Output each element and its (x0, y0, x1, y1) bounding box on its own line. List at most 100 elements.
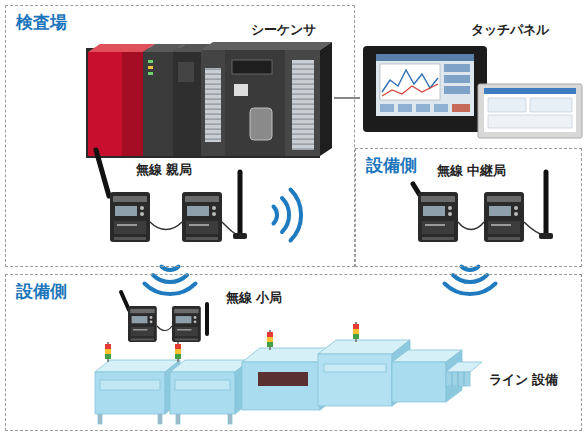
line-equipment-illustration (392, 362, 446, 402)
line-equipment-illustration (100, 380, 160, 390)
connector-line (334, 97, 360, 99)
device-box: 無線 小局 (115, 286, 295, 348)
touch-panel-illustration (530, 98, 572, 112)
line-equipment-illustration (258, 372, 308, 386)
touch-panel-illustration (488, 115, 572, 128)
area-panel: 無線 中継局 設備側 (355, 148, 582, 267)
device-box: ライン 設備 (90, 330, 572, 428)
wireless-unit-illustration (157, 326, 172, 331)
wireless-unit-illustration (238, 172, 243, 234)
line-equipment-illustration (464, 372, 465, 386)
touch-panel-illustration (398, 104, 412, 112)
radio-waves (291, 190, 302, 241)
signal-tower (353, 329, 359, 334)
wireless-unit-illustration (110, 192, 150, 242)
area-panel: シーケンサ無線 親局 検査場 (5, 5, 355, 267)
sequencer-illustration (86, 48, 320, 158)
device-label: 無線 親局 (135, 162, 193, 177)
touch-panel-illustration (484, 88, 576, 132)
signal-tower (105, 354, 111, 359)
device-label: 無線 小局 (225, 290, 283, 305)
wireless-unit-illustration (121, 292, 207, 342)
sequencer-illustration (292, 60, 314, 150)
area-heading: 検査場 (16, 12, 67, 32)
device-box: シーケンサ (82, 22, 334, 162)
radio-waves (453, 275, 487, 282)
sequencer-illustration (178, 62, 194, 82)
device-label: 無線 中継局 (436, 163, 507, 178)
sequencer-illustration (148, 60, 153, 63)
device-box: タッチパネル (360, 22, 584, 140)
radio-waves (145, 284, 196, 295)
area-panel: 無線 小局ライン 設備 設備側 (5, 274, 582, 431)
touch-panel-illustration (376, 54, 474, 61)
touch-panel-illustration (444, 75, 470, 83)
touch-panel-illustration (363, 46, 487, 132)
area-heading: 設備側 (366, 155, 417, 175)
sequencer-illustration (232, 60, 272, 74)
sequencer-illustration (88, 52, 143, 156)
area-heading: 設備側 (16, 281, 67, 301)
sequencer-illustration (285, 50, 320, 156)
sequencer-illustration (143, 52, 173, 156)
wireless-unit-illustration (205, 304, 209, 334)
radio-waves (462, 267, 479, 271)
touch-panel-illustration (484, 88, 576, 94)
radio-waves (445, 284, 496, 295)
signal-tower (175, 349, 181, 354)
radio-waves (153, 275, 187, 282)
sequencer-illustration (173, 52, 201, 156)
signal-tower (267, 342, 273, 347)
wireless-unit-illustration (172, 306, 201, 342)
wireless-unit-illustration (96, 150, 247, 242)
device-box: 無線 親局 (95, 160, 245, 250)
device-box: 無線 中継局 (410, 158, 560, 250)
wireless-unit-illustration (233, 233, 247, 239)
touch-panel-illustration (452, 104, 470, 112)
device-label: シーケンサ (250, 22, 317, 37)
sequencer-illustration (148, 72, 153, 75)
line-equipment-illustration (458, 372, 459, 386)
wireless-unit-illustration (418, 192, 458, 242)
wireless-unit-illustration (458, 222, 484, 230)
touch-panel-illustration (376, 54, 474, 116)
touch-panel-illustration (382, 84, 438, 96)
touch-panel-illustration (444, 64, 470, 72)
radio-waves (274, 207, 278, 224)
wireless-unit-illustration (182, 192, 222, 242)
touch-panel-illustration (434, 104, 448, 112)
sequencer-illustration (148, 66, 153, 69)
signal-tower (267, 332, 273, 337)
wireless-unit-illustration (539, 233, 553, 239)
wireless-unit-illustration (121, 292, 129, 310)
signal-tower (105, 322, 359, 362)
line-equipment-illustration (170, 372, 235, 414)
touch-panel-illustration (363, 46, 582, 138)
line-equipment-illustration (446, 362, 482, 372)
signal-tower (175, 344, 181, 349)
wireless-unit-illustration (128, 306, 157, 342)
radio-waves (145, 190, 496, 295)
sequencer-illustration (201, 50, 225, 156)
wireless-unit-illustration (150, 222, 182, 230)
line-equipment-illustration (95, 340, 482, 424)
line-equipment-illustration (95, 372, 165, 414)
sequencer-illustration (250, 108, 272, 140)
signal-tower (175, 354, 181, 359)
device-label: タッチパネル (470, 22, 550, 37)
device-label: ライン 設備 (488, 372, 559, 387)
signal-tower (353, 334, 359, 339)
signal-tower (267, 337, 273, 342)
sequencer-illustration (320, 42, 332, 156)
line-equipment-illustration (452, 372, 453, 386)
touch-panel-illustration (380, 64, 440, 100)
radio-waves (162, 267, 179, 271)
wireless-unit-illustration (544, 172, 549, 234)
line-equipment-illustration (175, 380, 230, 390)
touch-panel-illustration (444, 86, 470, 94)
touch-panel-illustration (380, 104, 394, 112)
signal-tower (353, 324, 359, 329)
sequencer-illustration (86, 42, 332, 158)
